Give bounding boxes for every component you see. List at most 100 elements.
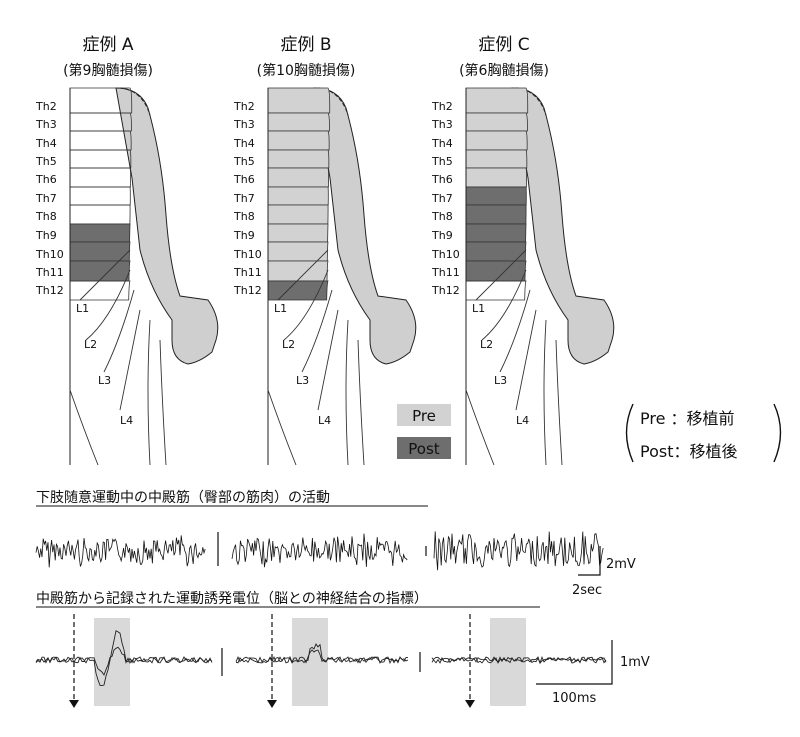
band-Th7 bbox=[465, 186, 527, 206]
arm-shape bbox=[313, 87, 417, 365]
label-Th10: Th10 bbox=[431, 248, 460, 261]
right-paren bbox=[773, 403, 782, 463]
case-2-body: Th2Th3Th4Th5Th6Th7Th8Th9Th10Th11Th12L1L2… bbox=[431, 87, 615, 466]
legend-pre-swatch bbox=[397, 404, 451, 426]
band-Th9 bbox=[465, 223, 527, 243]
legend-note-post: Post：移植後 bbox=[640, 442, 737, 461]
emg-trace-0 bbox=[35, 535, 206, 568]
label-L3: L3 bbox=[494, 374, 507, 387]
label-L1: L1 bbox=[76, 302, 89, 315]
case-1-title: 症例 B bbox=[280, 35, 331, 55]
legend: Pre Post bbox=[397, 404, 451, 459]
label-L2: L2 bbox=[282, 338, 295, 351]
band-Th5 bbox=[465, 149, 528, 169]
leg-line-0 bbox=[79, 249, 131, 301]
band-Th8 bbox=[69, 204, 131, 225]
mep-stim-arrow-2 bbox=[465, 700, 475, 708]
legend-post-label: Post bbox=[408, 440, 440, 458]
leg-line-2 bbox=[499, 289, 531, 373]
mep-trace-0-1 bbox=[35, 646, 213, 676]
band-Th5 bbox=[69, 149, 132, 169]
case-0-title: 症例 A bbox=[82, 35, 133, 55]
label-L1: L1 bbox=[472, 302, 485, 315]
leg-line-1 bbox=[283, 269, 329, 341]
label-Th7: Th7 bbox=[35, 192, 57, 205]
band-Th12 bbox=[69, 280, 131, 301]
band-Th7 bbox=[69, 186, 131, 206]
band-Th3 bbox=[69, 112, 132, 132]
label-Th6: Th6 bbox=[431, 173, 453, 186]
case-1-subtitle: (第10胸髄損傷) bbox=[257, 62, 356, 79]
band-Th2 bbox=[69, 87, 133, 114]
label-Th6: Th6 bbox=[233, 173, 255, 186]
leg-line-2 bbox=[103, 289, 135, 373]
leg-line-3 bbox=[515, 309, 537, 411]
label-L3: L3 bbox=[296, 374, 309, 387]
leg-line-0 bbox=[475, 249, 527, 301]
emg-trace-1 bbox=[231, 533, 408, 568]
mep-window-1 bbox=[292, 618, 328, 706]
label-Th12: Th12 bbox=[35, 284, 64, 297]
label-Th9: Th9 bbox=[431, 229, 453, 242]
band-Th6 bbox=[465, 167, 527, 188]
mep-scale-y: 1mV bbox=[620, 655, 650, 670]
case-2-subtitle: (第6胸髄損傷) bbox=[459, 62, 549, 79]
band-Th11 bbox=[267, 260, 329, 282]
label-Th8: Th8 bbox=[35, 210, 57, 223]
mep-trace-0-0 bbox=[35, 630, 213, 686]
legend-note: Pre ：移植前 Post：移植後 bbox=[625, 403, 782, 463]
label-Th4: Th4 bbox=[431, 137, 453, 150]
leg-line-0 bbox=[277, 249, 329, 301]
label-Th12: Th12 bbox=[431, 284, 460, 297]
band-Th4 bbox=[465, 130, 528, 151]
label-Th5: Th5 bbox=[35, 155, 57, 168]
dermatome-body-maps: Th2Th3Th4Th5Th6Th7Th8Th9Th10Th11Th12L1L2… bbox=[35, 87, 615, 466]
legend-pre-label: Pre bbox=[412, 407, 436, 425]
band-Th11 bbox=[69, 260, 131, 282]
band-Th5 bbox=[267, 149, 330, 169]
label-Th2: Th2 bbox=[233, 100, 255, 113]
label-L4: L4 bbox=[318, 414, 331, 427]
label-L4: L4 bbox=[120, 414, 133, 427]
mep-stim-arrow-0 bbox=[69, 700, 79, 708]
leg-outer bbox=[465, 389, 495, 466]
label-Th2: Th2 bbox=[35, 100, 57, 113]
label-L2: L2 bbox=[84, 338, 97, 351]
arm-shape bbox=[511, 87, 615, 365]
legend-post-swatch bbox=[397, 437, 451, 459]
label-Th11: Th11 bbox=[431, 266, 460, 279]
band-Th12 bbox=[465, 280, 527, 301]
label-Th10: Th10 bbox=[35, 248, 64, 261]
band-Th6 bbox=[69, 167, 131, 188]
emg-section: 下肢随意運動中の中殿筋（臀部の筋肉）の活動 2mV 2sec bbox=[35, 489, 636, 598]
band-Th10 bbox=[267, 241, 329, 262]
case-1-body: Th2Th3Th4Th5Th6Th7Th8Th9Th10Th11Th12L1L2… bbox=[233, 87, 417, 466]
label-Th3: Th3 bbox=[35, 118, 57, 131]
leg-line-5 bbox=[357, 339, 365, 466]
legend-note-pre: Pre ：移植前 bbox=[640, 409, 735, 428]
band-Th9 bbox=[267, 223, 329, 243]
band-Th11 bbox=[465, 260, 527, 282]
mep-section: 中殿筋から記録された運動誘発電位（脳との神経結合の指標） 1mV 100ms bbox=[35, 590, 650, 708]
label-Th11: Th11 bbox=[233, 266, 262, 279]
label-Th12: Th12 bbox=[233, 284, 262, 297]
label-Th2: Th2 bbox=[431, 100, 453, 113]
band-Th9 bbox=[69, 223, 131, 243]
band-Th2 bbox=[267, 87, 331, 114]
leg-line-3 bbox=[119, 309, 141, 411]
mep-window-2 bbox=[490, 618, 526, 706]
arm-shape bbox=[115, 87, 219, 365]
band-Th4 bbox=[267, 130, 330, 151]
label-Th4: Th4 bbox=[233, 137, 255, 150]
label-Th4: Th4 bbox=[35, 137, 57, 150]
label-Th7: Th7 bbox=[233, 192, 255, 205]
mep-scale-bar bbox=[536, 640, 613, 685]
case-titles: 症例 A(第9胸髄損傷)症例 B(第10胸髄損傷)症例 C(第6胸髄損傷) bbox=[63, 35, 549, 79]
band-Th3 bbox=[267, 112, 330, 132]
label-Th3: Th3 bbox=[431, 118, 453, 131]
band-Th10 bbox=[69, 241, 131, 262]
mep-trace-2-1 bbox=[431, 655, 607, 665]
label-L2: L2 bbox=[480, 338, 493, 351]
leg-line-5 bbox=[159, 339, 167, 466]
mep-window-0 bbox=[94, 618, 130, 706]
